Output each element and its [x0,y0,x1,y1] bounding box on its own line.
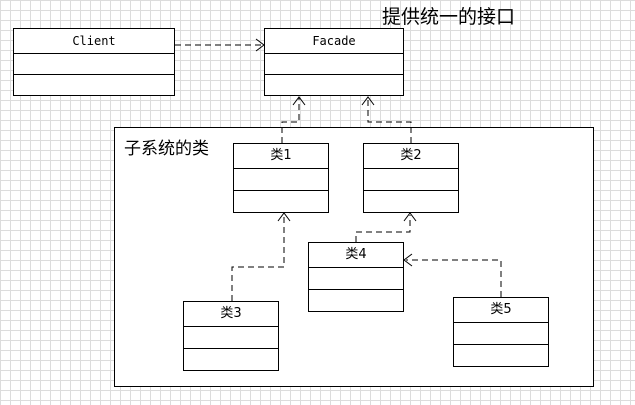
class-3-operations [184,348,278,370]
class-2-attributes [364,169,458,190]
class-client[interactable]: Client [13,28,175,96]
class-2-name: 类2 [364,144,458,169]
arrowhead-client-facade [255,38,265,52]
class-4-operations [309,289,403,311]
class-client-name: Client [14,29,174,54]
arrowhead-c1-facade [292,96,306,106]
arrowhead-c2-facade [361,96,375,106]
class-2[interactable]: 类2 [363,143,459,213]
class-3-name: 类3 [184,302,278,327]
class-3-attributes [184,327,278,348]
class-4[interactable]: 类4 [308,242,404,312]
class-facade[interactable]: Facade [264,28,404,96]
class-5-attributes [454,323,548,344]
class-facade-operations [265,74,403,95]
class-4-name: 类4 [309,243,403,268]
class-4-attributes [309,268,403,289]
class-5[interactable]: 类5 [453,297,549,367]
subsystem-label: 子系统的类 [124,139,209,159]
class-3[interactable]: 类3 [183,301,279,371]
class-facade-name: Facade [265,29,403,54]
diagram-heading: 提供统一的接口 [382,6,516,28]
class-1-operations [234,190,328,212]
class-5-name: 类5 [454,298,548,323]
class-client-attributes [14,54,174,74]
class-5-operations [454,344,548,366]
class-client-operations [14,74,174,95]
class-1-name: 类1 [234,144,328,169]
class-1-attributes [234,169,328,190]
class-facade-attributes [265,54,403,74]
class-2-operations [364,190,458,212]
class-1[interactable]: 类1 [233,143,329,213]
